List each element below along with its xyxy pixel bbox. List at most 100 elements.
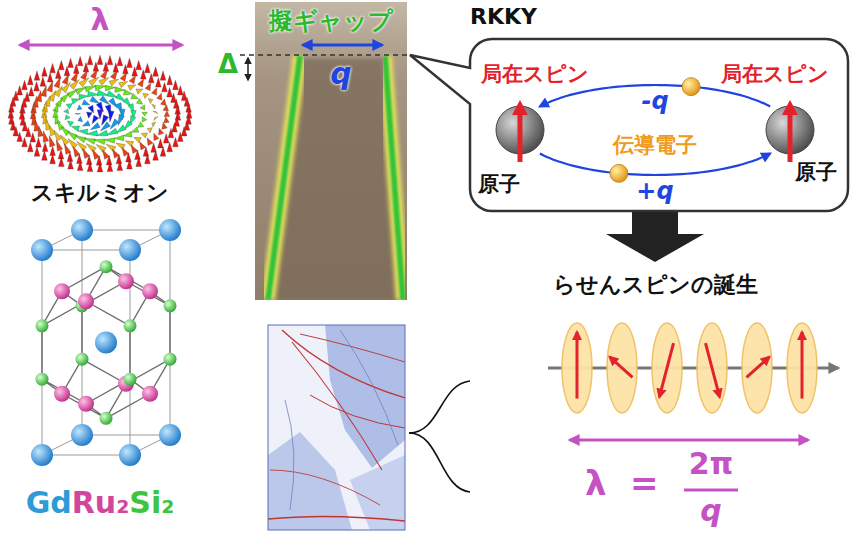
illustration-part (385, 56, 403, 300)
spin-cone (114, 135, 124, 141)
spin-cone (49, 136, 55, 147)
spin-cone (77, 105, 82, 110)
spin-cone (107, 91, 118, 98)
atom-sphere (36, 373, 49, 386)
spin-cone (70, 80, 80, 90)
chemical-bond (41, 326, 42, 379)
illustration-part (292, 342, 382, 470)
spin-cone (138, 122, 144, 128)
spin-cone (78, 129, 88, 135)
spin-cone (86, 143, 96, 152)
spin-cone (17, 132, 23, 141)
spin-cone (86, 155, 92, 164)
spin-cone (140, 70, 146, 79)
atom-sphere (100, 412, 113, 425)
spin-cone (13, 127, 19, 136)
wavelength-symbol: λ (585, 464, 607, 503)
spin-cone (136, 99, 142, 105)
spin-cone (94, 139, 105, 144)
spin-cone (123, 64, 129, 73)
spin-cone (117, 56, 123, 65)
spin-cone (145, 63, 151, 72)
spin-cone (82, 100, 90, 105)
spin-cone (38, 126, 43, 137)
spin-cone (123, 90, 132, 96)
spin-cone (116, 154, 122, 163)
spin-cone (66, 103, 72, 109)
spin-cone (164, 111, 170, 117)
atom-circle: 原子 (765, 105, 815, 155)
spin-plane (607, 323, 637, 413)
spin-cone (106, 144, 116, 151)
spin-cone (173, 137, 179, 146)
atom-sphere (95, 332, 117, 354)
spin-cone (75, 87, 86, 94)
skyrmion-figure (8, 55, 192, 172)
atom-sphere (78, 293, 94, 309)
spin-cone (79, 78, 89, 87)
spin-cone (143, 147, 149, 156)
atom-sphere (164, 353, 177, 366)
spin-arrow (706, 343, 720, 397)
spin-cone (71, 126, 79, 131)
illustration-part (285, 400, 294, 510)
spin-cone (34, 147, 40, 156)
spin-cone (163, 134, 169, 143)
spin-cone (173, 80, 179, 89)
node-label: 原子 (795, 160, 837, 184)
fraction-numerator: 2π (689, 447, 734, 482)
spin-plane (787, 323, 817, 413)
spin-cone (95, 85, 106, 90)
spin-cone (138, 79, 144, 87)
spin-cone (148, 73, 154, 82)
formula-element: Ru₂ (72, 486, 130, 521)
spin-cone (97, 90, 108, 95)
spin-cone (47, 73, 53, 82)
wavelength-arrow (20, 44, 182, 47)
atom-sphere (36, 319, 49, 332)
spin-cone (143, 93, 149, 98)
spin-cone (126, 153, 132, 162)
spin-cone (59, 60, 65, 69)
wavelength-arrow (570, 439, 808, 442)
spin-cone (115, 87, 125, 93)
spin-plane (697, 323, 727, 413)
atom-sphere (76, 353, 89, 366)
spin-arrow (576, 332, 579, 399)
illustration-part (385, 56, 403, 300)
spin-cone (178, 86, 184, 95)
spin-cone (103, 62, 109, 71)
spin-cone (96, 156, 102, 165)
spin-cone (42, 67, 48, 76)
atom-sphere (31, 239, 53, 261)
spin-cone (140, 105, 145, 110)
spin-cone (158, 139, 164, 148)
unit-cell-edge (82, 230, 170, 231)
domain-image-frame (268, 325, 405, 530)
spin-cone (110, 119, 119, 129)
spin-cone (97, 55, 103, 64)
wavevector-arrow (303, 44, 382, 47)
spin-cone (156, 78, 162, 87)
spin-cone (58, 150, 64, 159)
spin-arrow (801, 332, 804, 399)
spin-cone (22, 80, 28, 89)
atom-sphere (164, 299, 177, 312)
spin-cone (85, 86, 96, 92)
spin-cone (56, 140, 62, 151)
spin-cone (100, 122, 110, 131)
spin-arrow (659, 343, 673, 397)
spin-cone (64, 109, 69, 114)
spin-cone (127, 58, 133, 67)
spin-cone (152, 122, 156, 127)
spin-cone (77, 142, 87, 151)
spin-cone (107, 55, 113, 64)
spin-cone (97, 130, 108, 135)
spin-cone (178, 132, 184, 141)
gap-size-arrow (247, 58, 249, 80)
spin-cone (109, 111, 115, 122)
spin-cone (107, 128, 118, 135)
domain-image (268, 325, 405, 530)
spin-cone (26, 127, 32, 136)
spin-cone (62, 74, 69, 85)
